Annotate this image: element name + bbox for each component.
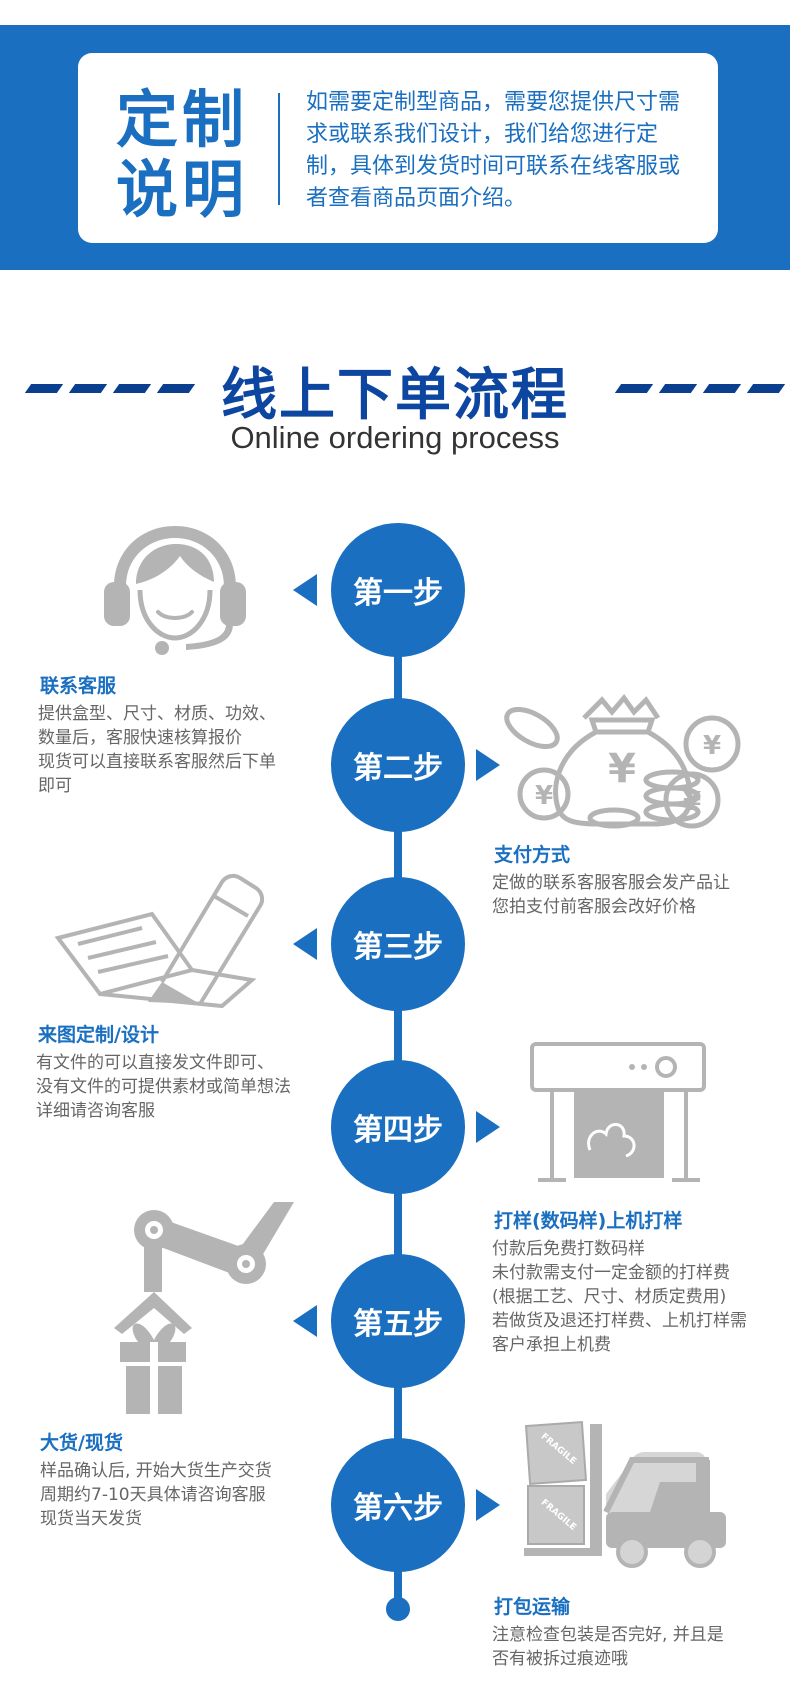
step-6-arrow [476, 1489, 500, 1521]
step-5-circle: 第五步 [331, 1254, 465, 1388]
svg-text:¥: ¥ [608, 746, 636, 792]
step-3-heading: 来图定制/设计 [38, 1024, 159, 1046]
step-2-circle: 第二步 [331, 698, 465, 832]
custom-notice-card: 定制 说明 如需要定制型商品，需要您提供尺寸需求或联系我们设计，我们给您进行定制… [78, 53, 718, 243]
step-2-description: 定做的联系客服客服会发产品让 您拍支付前客服会改好价格 [492, 873, 730, 917]
custom-notice-text: 如需要定制型商品，需要您提供尺寸需求或联系我们设计，我们给您进行定制，具体到发货… [306, 90, 681, 211]
custom-notice-title: 定制 说明 [116, 83, 249, 226]
step-2-heading: 支付方式 [494, 844, 571, 866]
svg-text:¥: ¥ [535, 781, 553, 811]
timeline-end-dot [386, 1597, 410, 1621]
money-bag-coins-icon: ¥ ¥ ¥ ¥ [504, 693, 741, 829]
forklift-icon: FRAGILE FRAGILE [524, 1421, 726, 1568]
step-4-description: 付款后免费打数码样 未付款需支付一定金额的打样费 (根据工艺、尺寸、材质定费用)… [492, 1239, 747, 1355]
section-title: 线上下单流程 [221, 363, 569, 428]
step-6-circle: 第六步 [331, 1438, 465, 1572]
step-1-heading: 联系客服 [40, 675, 117, 697]
svg-text:¥: ¥ [703, 731, 721, 761]
step-1-circle: 第一步 [331, 523, 465, 657]
step-4-circle: 第四步 [331, 1060, 465, 1194]
step-4-heading: 打样(数码样)上机打样 [494, 1210, 683, 1232]
step-6-description: 注意检查包装是否完好, 并且是 否有被拆过痕迹哦 [492, 1625, 724, 1669]
step-5-arrow [293, 1305, 317, 1337]
step-6-heading: 打包运输 [494, 1596, 571, 1618]
robot-arm-gift-icon [114, 1202, 294, 1414]
custom-notice-banner: 定制 说明 如需要定制型商品，需要您提供尺寸需求或联系我们设计，我们给您进行定制… [0, 25, 790, 270]
printer-icon [530, 1042, 706, 1182]
banner-divider [278, 93, 280, 205]
svg-text:¥: ¥ [683, 787, 701, 817]
step-3-arrow [293, 928, 317, 960]
step-1-arrow [293, 574, 317, 606]
step-3-description: 有文件的可以直接发文件即可、 没有文件的可提供素材或简单想法 详细请咨询客服 [36, 1053, 291, 1121]
step-2-arrow [476, 749, 500, 781]
step-3-circle: 第三步 [331, 877, 465, 1011]
section-subtitle: Online ordering process [230, 420, 560, 455]
step-4-arrow [476, 1111, 500, 1143]
pen-paper-icon [54, 873, 265, 1009]
step-5-heading: 大货/现货 [40, 1432, 123, 1454]
customer-service-headset-icon [104, 526, 246, 655]
step-5-description: 样品确认后, 开始大货生产交货 周期约7-10天具体请咨询客服 现货当天发货 [40, 1461, 272, 1529]
step-1-description: 提供盒型、尺寸、材质、功效、 数量后，客服快速核算报价 现货可以直接联系客服然后… [38, 704, 276, 796]
